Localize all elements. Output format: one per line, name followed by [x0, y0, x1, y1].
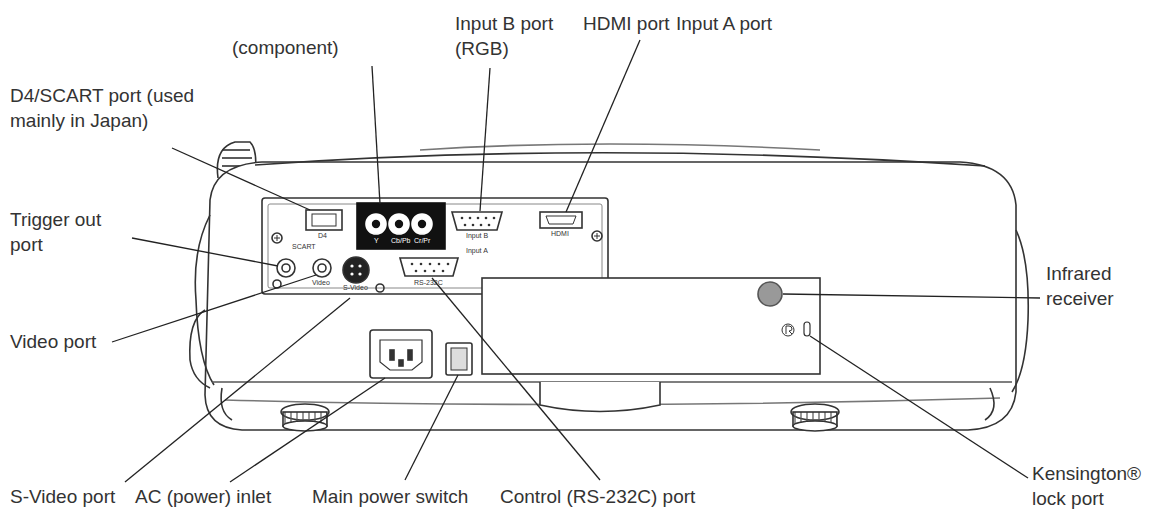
- callout-label: D4/SCART port (used mainly in Japan): [10, 84, 195, 133]
- leader-lines: [112, 40, 1040, 482]
- port-marking: HDMI: [551, 230, 569, 237]
- port-marking: Input A: [466, 247, 488, 254]
- port-marking: Y: [374, 237, 379, 244]
- port-marking: S-Video: [343, 284, 368, 291]
- callout-label: Kensington® lock port: [1032, 462, 1167, 511]
- port-marking: SCART: [292, 243, 316, 250]
- callout-label: Video port: [10, 330, 96, 355]
- callout-label: Input A port: [676, 12, 772, 37]
- callout-label: Control (RS-232C) port: [500, 485, 695, 510]
- callout-label: Main power switch: [312, 485, 468, 510]
- callout-label: S-Video port: [10, 485, 115, 510]
- callout-label: AC (power) inlet: [135, 485, 271, 510]
- callout-label: Input B port (RGB): [455, 12, 573, 61]
- port-marking: Cb/Pb: [391, 237, 410, 244]
- port-marking: Input B: [466, 232, 488, 239]
- callout-label: HDMI port: [583, 12, 670, 37]
- port-marking: Cr/Pr: [414, 237, 430, 244]
- callout-label: (component): [232, 36, 339, 61]
- callout-label: Infrared receiver: [1046, 262, 1158, 311]
- callout-label: Trigger out port: [10, 208, 135, 257]
- port-marking: Video: [312, 279, 330, 286]
- port-marking: D4: [318, 232, 327, 239]
- port-marking: RS-232C: [414, 279, 443, 286]
